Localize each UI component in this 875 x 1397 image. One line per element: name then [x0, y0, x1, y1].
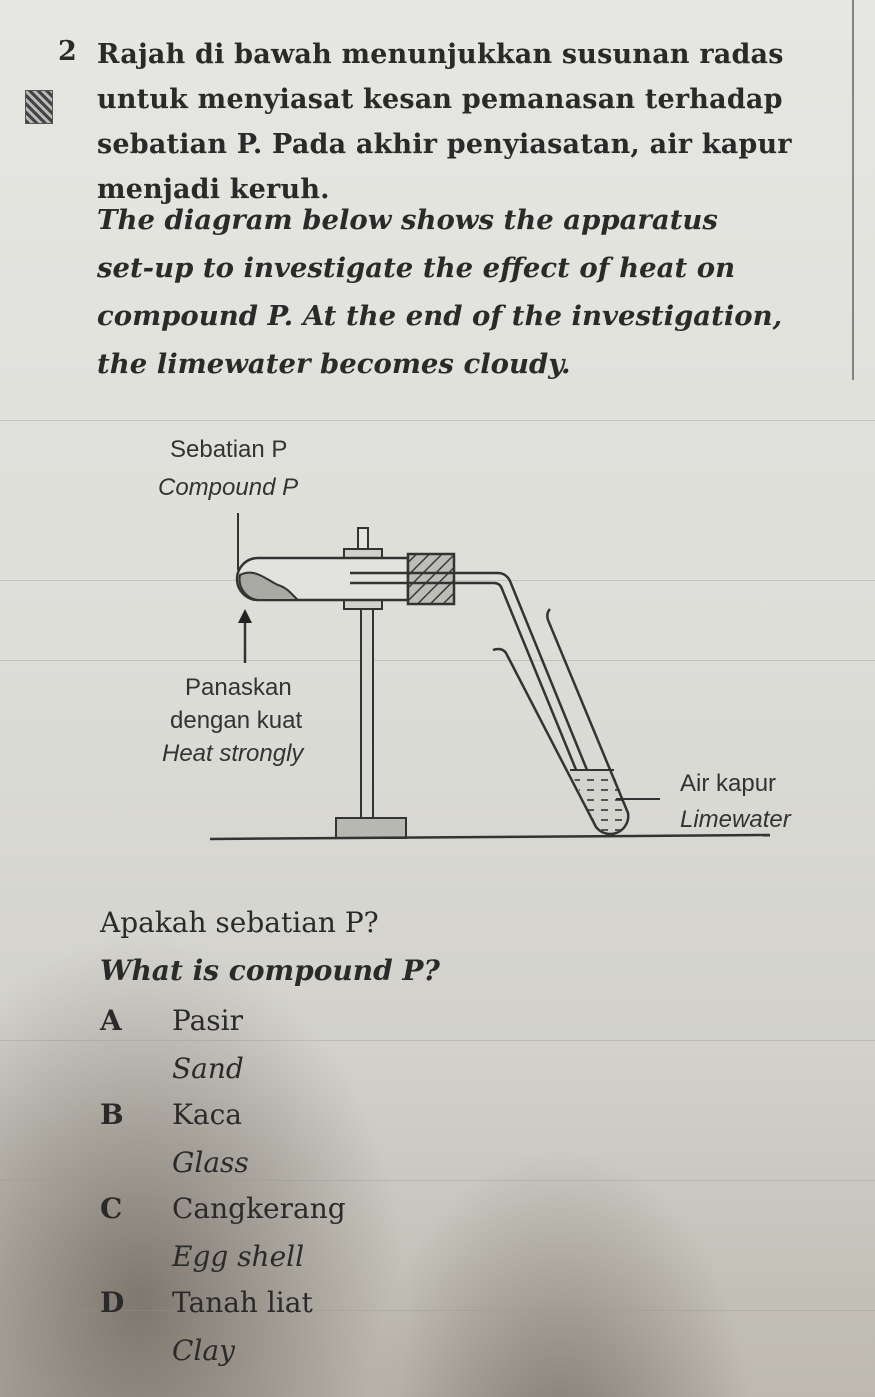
- test-tube: [492, 608, 630, 836]
- option-text-ms: Tanah liat: [172, 1286, 313, 1319]
- delivery-tube: [350, 571, 600, 800]
- prompt-english: What is compound P?: [100, 954, 440, 987]
- bleed-through-line: [0, 660, 875, 661]
- label-compound-en: Compound P: [158, 474, 298, 501]
- stem-line: Rajah di bawah menunjukkan susunan radas: [97, 39, 784, 70]
- question-stem-malay: Rajah di bawah menunjukkan susunan radas…: [97, 32, 837, 212]
- apparatus-diagram: Sebatian P Compound P Panas: [158, 436, 792, 841]
- option-text-en: Egg shell: [172, 1240, 305, 1273]
- option-letter: D: [100, 1286, 125, 1319]
- option-text-ms: Cangkerang: [172, 1192, 346, 1225]
- stem-line: untuk menyiasat kesan pemanasan terhadap: [97, 84, 783, 115]
- option-text-ms: Kaca: [172, 1098, 242, 1131]
- option-text-en: Sand: [172, 1052, 244, 1085]
- option-letter: C: [100, 1192, 123, 1225]
- bleed-through-line: [0, 1310, 875, 1311]
- boiling-tube: [235, 556, 410, 602]
- label-heat-ms-2: dengan kuat: [170, 707, 302, 734]
- prompt-malay: Apakah sebatian P?: [100, 906, 379, 939]
- label-heat-en: Heat strongly: [162, 740, 305, 767]
- exam-year-badge-icon: [25, 90, 53, 124]
- option-text-ms: Pasir: [172, 1004, 243, 1037]
- stem-line: the limewater becomes cloudy.: [97, 348, 571, 380]
- option-letter: B: [100, 1098, 124, 1131]
- label-limewater-ms: Air kapur: [680, 770, 776, 797]
- stem-line: set-up to investigate the effect of heat…: [97, 252, 736, 284]
- option-letter: A: [100, 1004, 122, 1037]
- compound-p-solid: [238, 571, 301, 601]
- label-limewater-en: Limewater: [680, 806, 792, 833]
- limewater-liquid: [570, 770, 629, 835]
- arrow-up-icon: [238, 609, 252, 623]
- bleed-through-line: [0, 1040, 875, 1041]
- stem-line: sebatian P. Pada akhir penyiasatan, air …: [97, 129, 792, 160]
- stem-line: The diagram below shows the apparatus: [97, 204, 718, 236]
- label-heat-ms-1: Panaskan: [185, 674, 292, 701]
- retort-stand: [209, 527, 771, 841]
- option-text-en: Clay: [172, 1334, 235, 1367]
- bleed-through-line: [0, 420, 875, 421]
- question-stem-english: The diagram below shows the apparatus se…: [97, 196, 837, 388]
- option-text-en: Glass: [172, 1146, 249, 1179]
- bleed-through-line: [0, 1180, 875, 1181]
- stem-line: menjadi keruh.: [97, 174, 330, 205]
- stem-line: compound P. At the end of the investigat…: [97, 300, 783, 332]
- page-margin-rule: [852, 0, 854, 380]
- question-number: 2: [58, 36, 77, 67]
- rubber-stopper: [406, 552, 456, 606]
- label-compound-ms: Sebatian P: [170, 436, 287, 463]
